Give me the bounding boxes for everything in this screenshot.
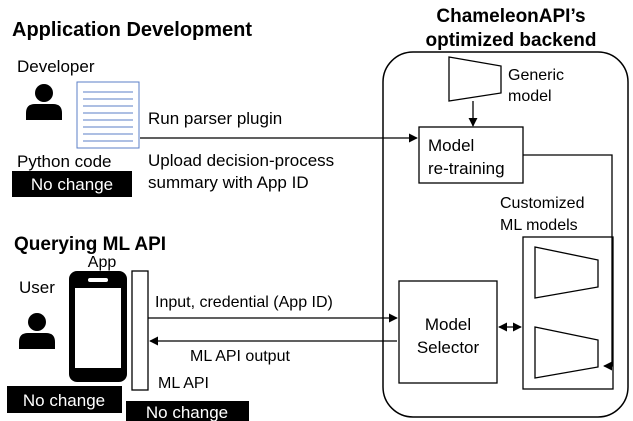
user-label: User xyxy=(19,278,55,297)
generic-model-label-line2: model xyxy=(508,88,552,105)
no-change-badge-code xyxy=(12,171,132,197)
customized-models-label-line2: ML models xyxy=(500,217,578,234)
run-parser-label: Run parser plugin xyxy=(148,109,282,128)
upload-label-line1: Upload decision-process xyxy=(148,151,334,170)
model-retraining-label-line2: re-training xyxy=(428,159,505,178)
query-title: Querying ML API xyxy=(14,234,166,255)
ml-api-output-label: ML API output xyxy=(190,348,290,365)
model-selector-box xyxy=(398,280,498,384)
app-label: App xyxy=(88,254,117,271)
developer-label: Developer xyxy=(17,57,95,76)
no-change-badge-app-text: No change xyxy=(23,391,105,410)
customized-model-1-shape xyxy=(534,246,599,299)
model-selector-label-line2: Selector xyxy=(417,338,480,357)
customized-model-2-shape xyxy=(534,326,599,379)
generic-model-label-line1: Generic xyxy=(508,67,564,84)
backend-container xyxy=(382,51,629,418)
smartphone-icon xyxy=(69,271,127,382)
model-selector-label-line1: Model xyxy=(425,315,471,334)
python-code-document-icon xyxy=(76,81,140,149)
python-code-label: Python code xyxy=(17,152,112,171)
model-retraining-box xyxy=(418,126,524,184)
backend-title-line2: optimized backend xyxy=(425,30,596,51)
no-change-badge-api xyxy=(126,401,249,421)
developer-person-icon xyxy=(26,84,62,120)
upload-label-line2: summary with App ID xyxy=(148,173,309,192)
no-change-badge-code-text: No change xyxy=(31,175,113,194)
ml-api-label: ML API xyxy=(158,375,209,392)
no-change-badge-api-text: No change xyxy=(146,403,228,421)
model-retraining-label-line1: Model xyxy=(428,136,474,155)
app-dev-title: Application Development xyxy=(12,19,252,41)
generic-model-shape xyxy=(448,56,502,102)
ml-api-box xyxy=(131,270,149,391)
input-credential-label: Input, credential (App ID) xyxy=(155,294,333,311)
user-person-icon xyxy=(19,313,55,349)
no-change-badge-app xyxy=(7,386,122,413)
retraining-to-custom-models-arrow xyxy=(523,154,613,371)
customized-models-label-line1: Customized xyxy=(500,195,584,212)
backend-title-line1: ChameleonAPI’s xyxy=(436,6,585,27)
